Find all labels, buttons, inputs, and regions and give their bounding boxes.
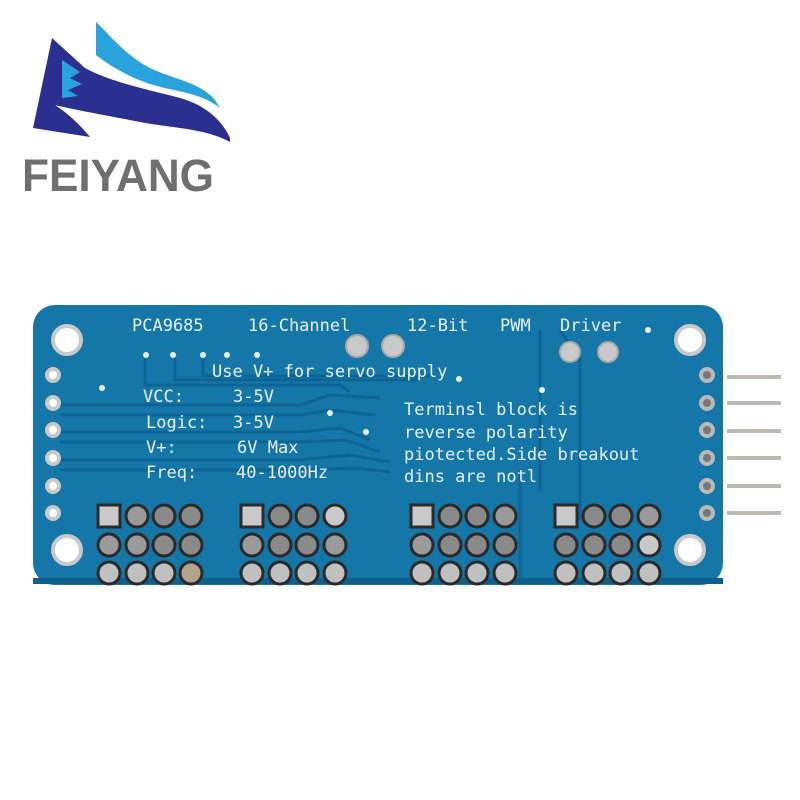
spec-freq-value: 40-1000Hz xyxy=(236,463,328,483)
mounting-holes xyxy=(51,324,706,566)
servo-headers xyxy=(96,503,662,586)
dark-blue-flag xyxy=(33,38,230,142)
note-servo-supply: Use V+ for servo supply xyxy=(212,362,447,382)
servo-group-4 xyxy=(553,503,662,586)
note-line-3: piotected.Side breakout xyxy=(404,445,639,465)
feiyang-logo-mark xyxy=(33,22,230,142)
spec-freq-label: Freq: xyxy=(146,463,197,483)
left-side-pads xyxy=(45,367,61,521)
light-blue-wave xyxy=(96,22,220,108)
servo-group-2 xyxy=(239,503,348,586)
right-header-pins xyxy=(727,375,781,515)
traces xyxy=(60,329,582,580)
title-part: PCA9685 xyxy=(132,316,204,336)
spec-vcc-value: 3-5V xyxy=(233,387,274,407)
note-line-1: Terminsl block is xyxy=(404,400,578,420)
spec-vplus-label: V+: xyxy=(146,438,177,458)
brand-name: FEIYANG xyxy=(22,150,214,201)
right-side-pads xyxy=(699,367,715,521)
terminal-block-pads xyxy=(345,334,619,363)
title-kind: Driver xyxy=(560,316,621,336)
title-resolution: 12-Bit xyxy=(407,316,468,336)
title-channels: 16-Channel xyxy=(248,316,350,336)
spec-vplus-value: 6V Max xyxy=(237,438,298,458)
spec-logic-value: 3-5V xyxy=(233,413,274,433)
spec-logic-label: Logic: xyxy=(146,413,207,433)
vias xyxy=(99,327,651,435)
note-line-2: reverse polarity xyxy=(404,423,568,443)
light-blue-notch xyxy=(62,60,82,98)
note-line-4: dins are notl xyxy=(404,467,537,487)
spec-vcc-label: VCC: xyxy=(143,387,184,407)
servo-group-3 xyxy=(409,503,518,586)
title-type: PWM xyxy=(500,316,531,336)
servo-group-1 xyxy=(96,503,204,586)
